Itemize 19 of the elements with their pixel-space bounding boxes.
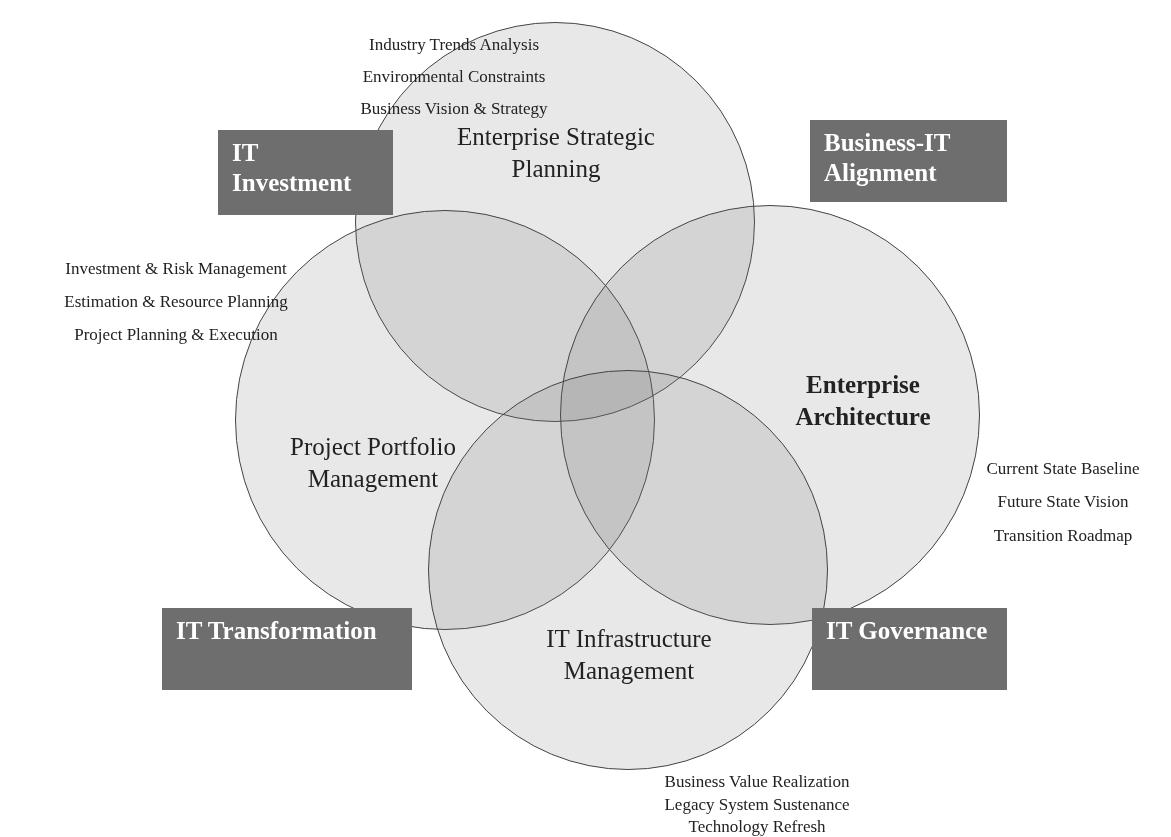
topic-text: Investment & Risk Management xyxy=(65,259,287,279)
category-label: IT Transformation xyxy=(162,608,412,690)
topic-text: Future State Vision xyxy=(997,492,1129,512)
circle-title: Enterprise Architecture xyxy=(794,370,932,432)
topic-text: Transition Roadmap xyxy=(993,526,1133,546)
topic-text: Environmental Constraints xyxy=(362,67,546,87)
category-label: Business-IT Alignment xyxy=(810,120,1007,202)
circle-title: Project Portfolio Management xyxy=(289,432,457,494)
topic-text: Estimation & Resource Planning xyxy=(64,292,288,312)
category-label: IT Investment xyxy=(218,130,393,215)
topic-text: Legacy System Sustenance xyxy=(664,795,850,815)
topic-text: Current State Baseline xyxy=(986,459,1140,479)
topic-text: Business Value Realization xyxy=(664,772,850,792)
topic-text: Project Planning & Execution xyxy=(74,325,278,345)
topic-text: Business Vision & Strategy xyxy=(360,99,548,119)
topic-text: Technology Refresh xyxy=(688,817,826,837)
category-label: IT Governance xyxy=(812,608,1007,690)
circle-title: IT Infrastructure Management xyxy=(545,624,713,686)
circle-title: Enterprise Strategic Planning xyxy=(456,122,656,184)
